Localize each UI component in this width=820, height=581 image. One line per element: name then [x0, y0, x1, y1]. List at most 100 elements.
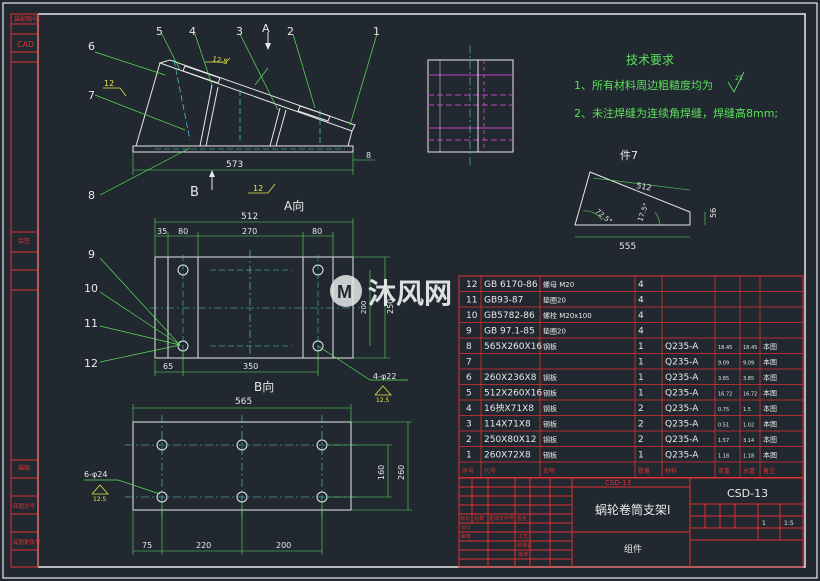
bom-cell-no: 10: [466, 311, 478, 321]
bom-header-cell: 备注: [763, 467, 775, 475]
bom-cell-code: GB 6170-86: [484, 280, 538, 290]
bom-cell-no: 8: [466, 342, 472, 352]
bom-cell-no: 9: [466, 327, 472, 337]
roughness-icon: [727, 71, 745, 93]
bom-header-cell: 序号: [462, 467, 474, 475]
bom-cell-code: 250X80X12: [484, 435, 536, 445]
balloon-label: 11: [84, 317, 98, 330]
left-strip: 装配图号 CAD 会签 描图 底图总号 底图更改号: [10, 13, 41, 568]
bom-cell-code: 114X71X8: [484, 420, 531, 430]
bom-cell-qty: 2: [638, 420, 644, 430]
bom-cell-note: 本图: [763, 373, 777, 382]
bom-cell-note: 本图: [763, 358, 777, 367]
bom-cell-w2: 1.18: [743, 454, 754, 460]
view-caption: A向: [284, 198, 304, 213]
bom-header-cell: 代号: [484, 467, 496, 475]
part7-title: 件7: [620, 149, 638, 162]
roughness-value: 25: [735, 75, 743, 82]
dim-text: 65: [163, 362, 173, 371]
tech-req-line2: 2、未注焊缝为连续角焊缝，焊缝高8mm;: [574, 106, 778, 120]
bom-cell-note: 本图: [763, 420, 777, 429]
weld-flag-label: 12: [104, 79, 114, 88]
bom-cell-qty: 1: [638, 389, 644, 399]
bom-cell-w1: 0.75: [718, 407, 729, 413]
left-strip-label: 会签: [18, 237, 30, 245]
bom-cell-mat: Q235-A: [665, 358, 699, 368]
bom-cell-note: 本图: [763, 451, 777, 460]
bom-cell-qty: 1: [638, 373, 644, 383]
bom-cell-w1: 9.09: [718, 361, 729, 367]
bom-cell-note: 本图: [763, 342, 777, 351]
bom-cell-qty: 4: [638, 280, 644, 290]
left-strip-label: 装配图号: [14, 15, 38, 23]
dim-text: 8: [366, 151, 371, 160]
balloon-label: 2: [287, 25, 294, 38]
tb-label: 批准: [518, 551, 528, 558]
balloon-label: 8: [88, 189, 95, 202]
bom-cell-name: 钢板: [543, 451, 557, 460]
bom-cell-qty: 1: [638, 342, 644, 352]
view-caption: B向: [254, 379, 274, 394]
tb-label: 标记: [460, 515, 470, 522]
balloon-label: 10: [84, 282, 98, 295]
tb-label: 工艺: [518, 534, 528, 540]
watermark-logo: M: [337, 282, 352, 302]
view-marker-a: A: [262, 22, 270, 35]
bom-cell-note: 本图: [763, 389, 777, 398]
bom-header-cell: 名称: [543, 467, 555, 475]
bom-cell-name: 钢板: [543, 373, 557, 382]
dim-text: 56: [709, 208, 718, 218]
bom-cell-no: 2: [466, 435, 472, 445]
bom-cell-w1: 16.72: [718, 392, 732, 398]
base-plate-view: [84, 404, 412, 555]
roughness-label: 12.5: [376, 397, 390, 404]
drawing-subtitle: 组件: [624, 543, 642, 555]
bom-cell-w1: 3.85: [718, 376, 729, 382]
watermark-text: 沐风网: [368, 277, 452, 310]
tech-req-title: 技术要求: [626, 53, 674, 67]
left-strip-label: 底图总号: [13, 502, 36, 510]
dim-text: 250: [386, 299, 395, 314]
bom-cell-no: 5: [466, 389, 472, 399]
scale-a: 1: [762, 520, 766, 527]
bom-cell-no: 12: [466, 280, 477, 290]
dim-text: 350: [243, 362, 258, 371]
drawing-title: 蜗轮卷筒支架I: [595, 502, 671, 517]
hole-note: 4-φ22: [373, 372, 396, 381]
balloon-label: 3: [236, 25, 243, 38]
bom-cell-name: 垫圈20: [543, 327, 566, 336]
bom-cell-no: 7: [466, 358, 472, 368]
bom-cell-code: 260X72X8: [484, 451, 531, 461]
bom-cell-w2: 3.85: [743, 376, 754, 382]
tb-label: 设计: [461, 524, 471, 531]
tb-label: 审核: [461, 533, 471, 540]
bom-header-cell: 单重: [718, 467, 730, 475]
bom-cell-name: 垫圈20: [543, 296, 566, 305]
bom-cell-no: 3: [466, 420, 472, 430]
balloon-label: 6: [88, 40, 95, 53]
balloon-label: 9: [88, 248, 95, 261]
scale-b: 1:5: [784, 520, 794, 527]
bom-cell-w2: 1.5: [743, 407, 751, 413]
bom-cell-note: 本图: [763, 404, 777, 413]
balloon-label: 7: [88, 89, 95, 102]
tb-label: 签名: [517, 515, 527, 522]
watermark: M 沐风网: [330, 275, 452, 310]
bom-cell-no: 4: [466, 404, 472, 414]
bom-header-cell: 总重: [743, 467, 755, 475]
bom-cell-name: 钢板: [543, 342, 557, 351]
bom-cell-name: 钢板: [543, 404, 557, 413]
dim-text: 160: [377, 465, 386, 480]
bom-cell-qty: 4: [638, 296, 644, 306]
dim-text: 200: [276, 541, 291, 550]
bom-cell-w2: 3.14: [743, 438, 754, 444]
bom-cell-name: 钢板: [543, 420, 557, 429]
bom-cell-mat: Q235-A: [665, 420, 699, 430]
bom-cell-w1: 1.18: [718, 454, 729, 460]
bom-cell-qty: 4: [638, 327, 644, 337]
hole-note: 6-φ24: [84, 470, 107, 479]
bom-cell-qty: 4: [638, 311, 644, 321]
balloon-label: 4: [189, 25, 196, 38]
